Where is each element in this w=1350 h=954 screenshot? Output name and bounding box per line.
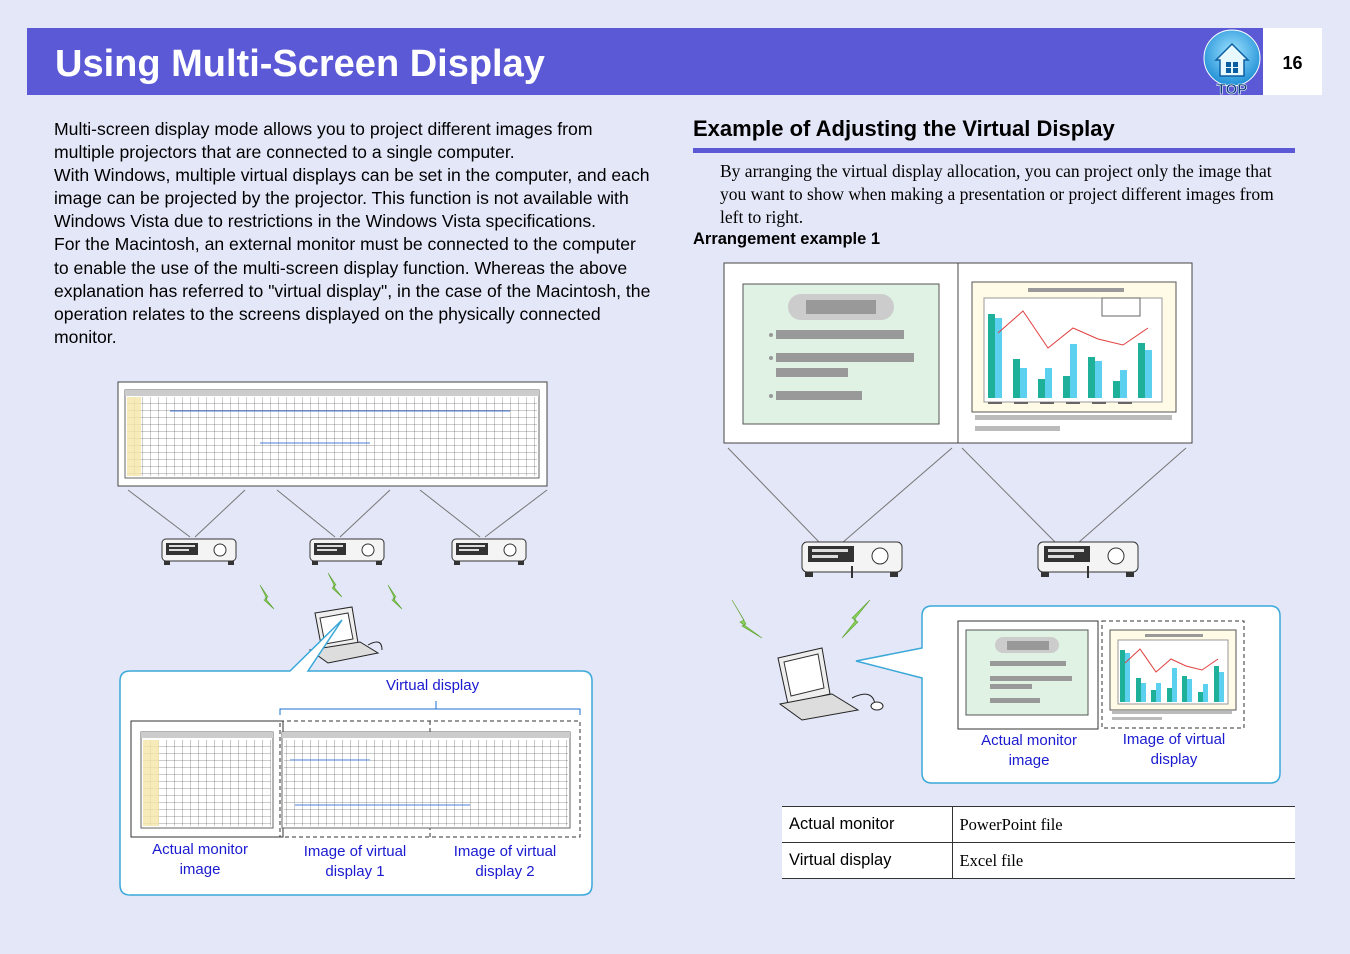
excel-chart [971,281,1177,431]
projector-right-right [1037,541,1139,579]
signal-icon-center [327,572,343,598]
intro-paragraph-1: Multi-screen display mode allows you to … [54,119,593,163]
table-row: Virtual display Excel file [782,842,1295,879]
table-cell-value: Excel file [952,842,1295,879]
signal-icon-left [259,584,275,610]
actual-monitor-caption-left: Actual monitor image [152,841,248,878]
multi-screen-diagram [117,381,593,896]
projection-screen [117,381,548,487]
page-number: 16 [1263,28,1322,95]
top-home-icon: TOP [1203,29,1261,98]
page-header: Using Multi-Screen Display [27,28,1263,95]
intro-text: Multi-screen display mode allows you to … [54,118,654,349]
actual-monitor-image-right [957,620,1099,730]
projector-center [309,538,385,566]
signal-icon-a [731,599,763,639]
signal-icon-right [387,584,403,610]
page-title: Using Multi-Screen Display [55,43,545,85]
arrangement-title: Arrangement example 1 [693,230,881,248]
projector-right [451,538,527,566]
intro-paragraph-3: For the Macintosh, an external monitor m… [54,234,651,347]
table-cell-label: Virtual display [782,842,953,879]
signal-icon-b [841,599,871,639]
table-cell-label: Actual monitor [782,806,953,843]
virtual-display-image-right [1109,629,1237,720]
virtual-display-label: Virtual display [386,677,480,694]
table-cell-value: PowerPoint file [952,806,1295,843]
powerpoint-slide [742,283,940,425]
intro-paragraph-2: With Windows, multiple virtual displays … [54,165,650,232]
arrangement-diagram [723,262,1281,784]
section-title: Example of Adjusting the Virtual Display [693,116,1295,153]
virtual-display-image [281,731,571,829]
projector-right-left [801,541,903,579]
section-body: By arranging the virtual display allocat… [720,161,1274,227]
top-button[interactable]: TOP [1200,28,1264,98]
laptop-icon [308,606,383,664]
top-button-label: TOP [1217,81,1248,98]
laptop-icon-right [777,647,884,721]
table-row: Actual monitor PowerPoint file [782,806,1295,843]
actual-monitor-image [130,720,284,838]
file-mapping-table: Actual monitor PowerPoint file Virtual d… [782,806,1295,879]
virtual-display-2-caption: Image of virtual display 2 [453,843,557,880]
virtual-display-1-caption: Image of virtual display 1 [303,843,407,880]
projector-left [161,538,237,566]
actual-monitor-caption-right: Actual monitor image [981,732,1077,769]
virtual-display-caption-right: Image of virtual display [1122,731,1226,768]
